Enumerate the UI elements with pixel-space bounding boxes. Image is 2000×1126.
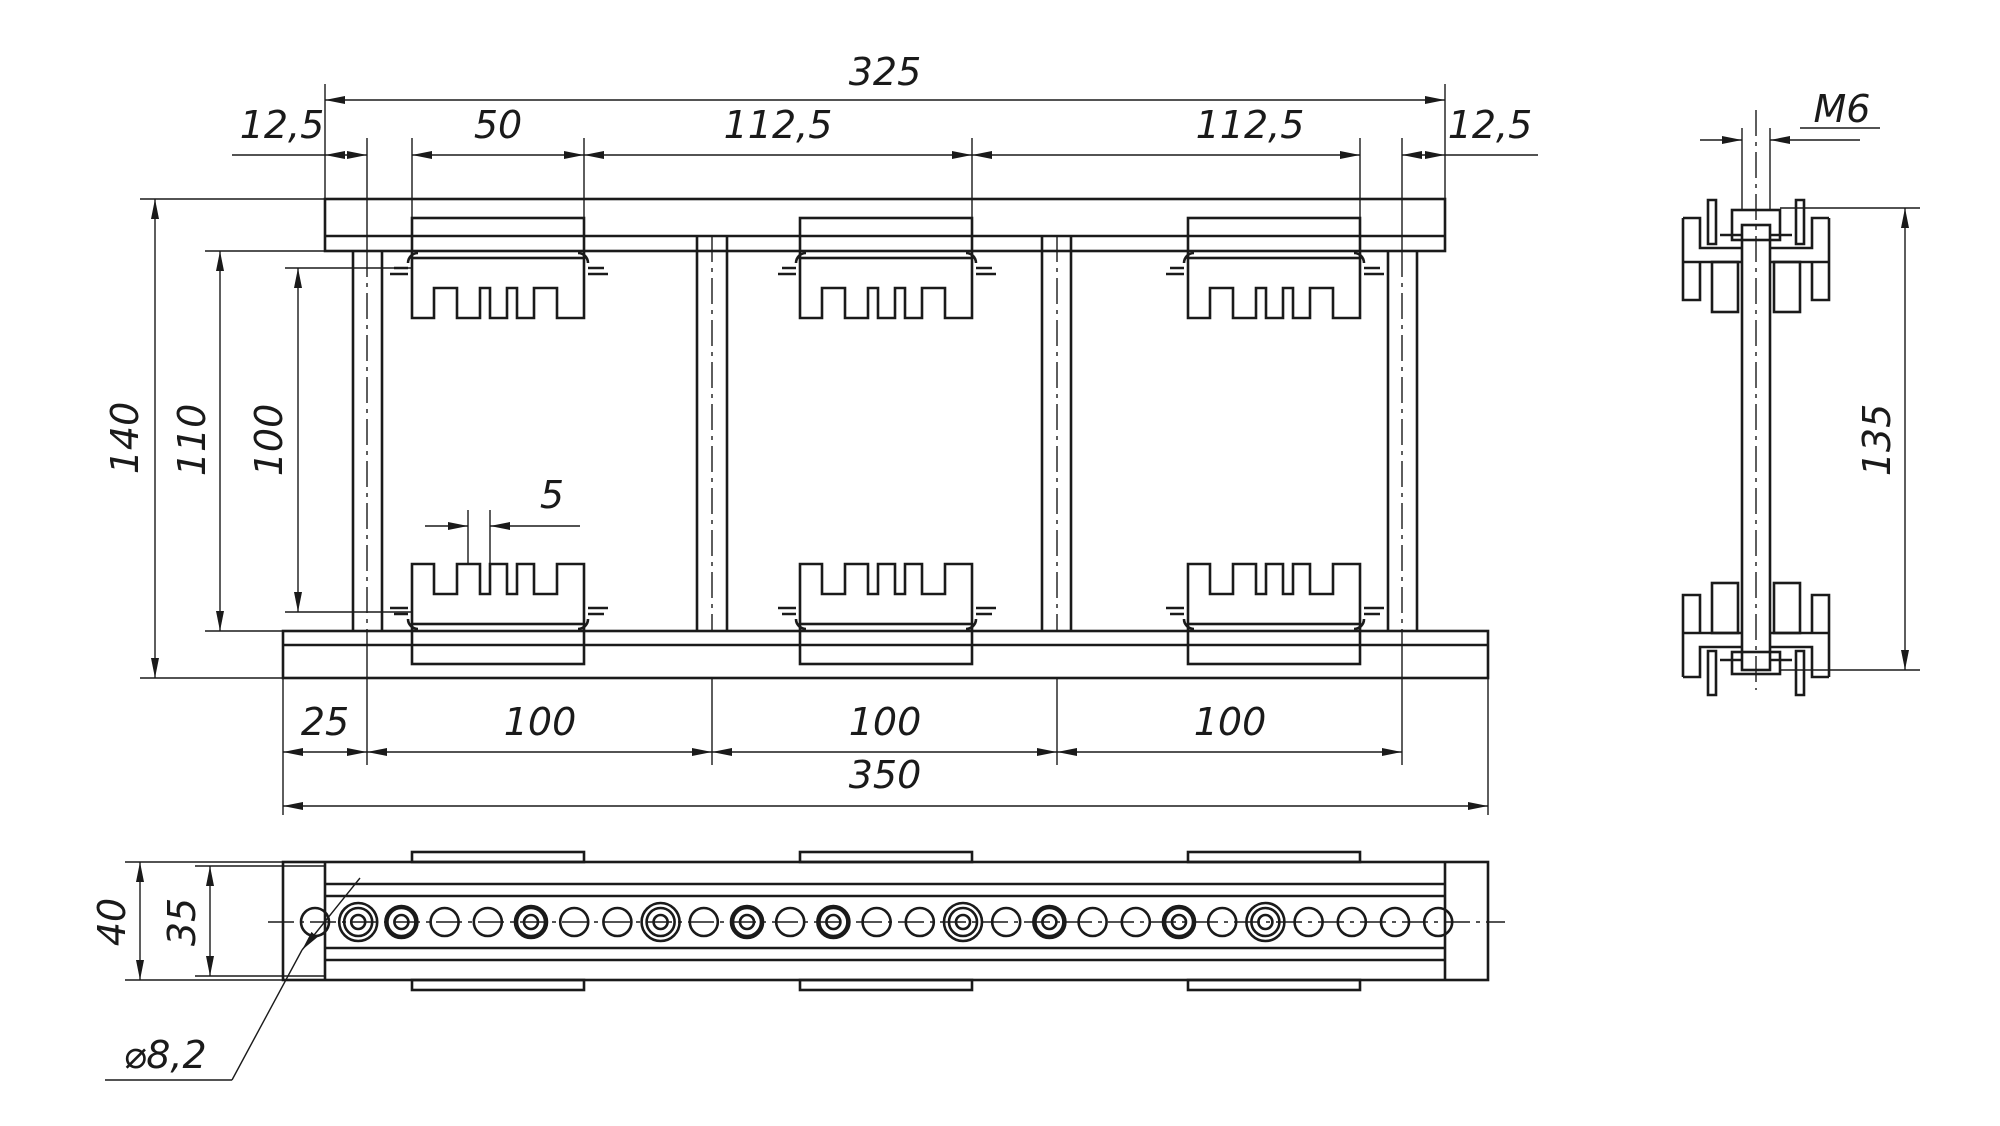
mounting-hole: [1336, 906, 1368, 938]
mounting-hole: [1120, 906, 1152, 938]
dim-pitch-2: 100: [849, 700, 922, 744]
dim-span-2: 112,5: [1196, 103, 1305, 147]
dim-right-margin: 12,5: [1448, 103, 1533, 147]
bolt-center: [393, 913, 410, 931]
dim-pitch-3: 100: [1194, 700, 1267, 744]
mounting-hole: [429, 906, 460, 938]
mounting-hole: [1250, 906, 1281, 938]
bolt-head: [816, 904, 851, 940]
mounting-hole: [515, 906, 547, 938]
mounting-hole: [386, 906, 417, 938]
bolt-center: [954, 913, 972, 931]
bolt-center: [1170, 913, 1188, 931]
dim-overall-bottom: 350: [849, 753, 922, 797]
mounting-hole: [731, 906, 763, 938]
bolt-head: [1161, 904, 1197, 940]
bolt-center: [825, 913, 842, 931]
dim-top-outer: 40: [90, 898, 134, 946]
mounting-hole: [602, 906, 633, 938]
dim-height-inner: 100: [247, 404, 291, 477]
dim-slot-width: 5: [540, 473, 564, 517]
mounting-hole: [342, 906, 374, 938]
mounting-hole: [947, 906, 979, 938]
dim-height-total: 140: [103, 402, 147, 475]
top-rail: [323, 197, 1447, 253]
bolt-head: [729, 904, 765, 940]
mounting-hole: [1163, 906, 1195, 938]
top-view: 40 35 ⌀8,2: [90, 850, 1505, 1081]
vertical-posts: [351, 236, 1419, 631]
bolt-center: [738, 913, 756, 931]
bolt-center: [349, 913, 367, 931]
bolt-center: [652, 913, 669, 931]
mounting-hole: [818, 906, 849, 938]
mounting-hole: [1422, 906, 1454, 938]
dim-left-margin: 12,5: [240, 103, 325, 147]
mounting-hole: [472, 906, 504, 938]
clamp-blocks: [388, 216, 1386, 666]
bolt-head: [1032, 904, 1067, 940]
dim-height-mid: 110: [170, 404, 214, 477]
dim-pitch-1: 100: [504, 700, 577, 744]
dim-top-inner: 35: [160, 898, 204, 946]
bolt-center: [1041, 913, 1058, 931]
bolt-center: [1257, 913, 1274, 931]
mounting-hole: [645, 906, 676, 938]
mounting-hole: [688, 906, 720, 938]
bottom-rail: [281, 629, 1490, 680]
mounting-hole: [990, 906, 1022, 938]
mounting-hole: [774, 906, 806, 938]
dim-side-height: 135: [1855, 404, 1899, 477]
bolt-head: [513, 904, 549, 940]
mounting-hole: [904, 906, 936, 938]
mounting-hole: [1034, 906, 1065, 938]
bolt-head: [337, 901, 379, 943]
dim-thread: M6: [1814, 87, 1871, 131]
dim-overall-top: 325: [849, 50, 922, 94]
dim-base-offset: 25: [301, 700, 349, 744]
mounting-hole: [861, 906, 892, 938]
side-view: M6 135: [1681, 87, 1920, 697]
mounting-hole: [1077, 906, 1108, 938]
dim-first-block: 50: [474, 103, 522, 147]
holes-row: [299, 901, 1454, 943]
bolt-center: [522, 913, 540, 931]
bolt-head: [1245, 901, 1286, 943]
mounting-hole: [1293, 906, 1324, 938]
dim-span-1: 112,5: [724, 103, 833, 147]
mounting-hole: [1206, 906, 1238, 938]
mounting-hole: [1379, 906, 1411, 938]
bolt-head: [384, 904, 419, 940]
bolt-head: [640, 901, 681, 943]
front-view: 325 12,5 50 112,5 112,5 12,5 140 110 100: [103, 50, 1538, 815]
mounting-hole: [558, 906, 590, 938]
dim-hole-diameter: ⌀8,2: [123, 1033, 206, 1077]
bolt-head: [942, 901, 984, 943]
